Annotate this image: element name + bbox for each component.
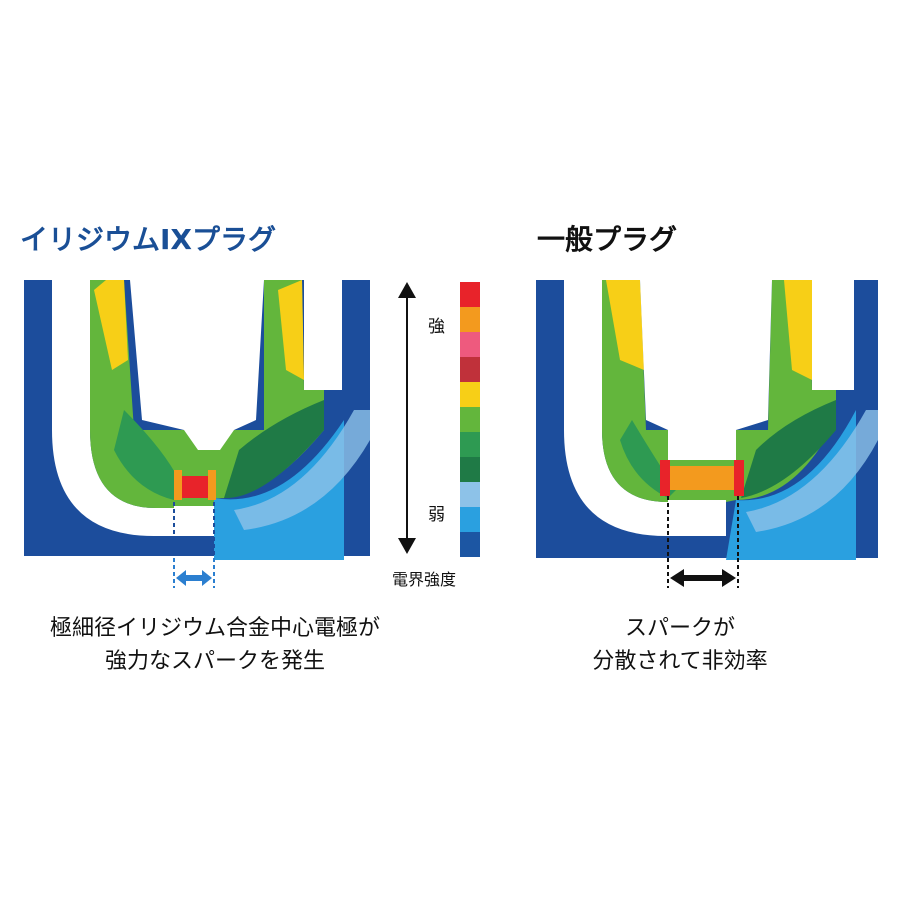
field-pale-zone <box>234 410 370 530</box>
weak-label: 弱 <box>428 505 445 525</box>
colorbar-segment <box>460 482 480 507</box>
colorbar-segment <box>460 457 480 482</box>
iridium-plug-field-diagram <box>24 280 370 560</box>
strong-label: 強 <box>428 317 445 337</box>
wide-spark-arrow <box>667 558 739 588</box>
field-darkgreen-right <box>224 400 324 499</box>
field-pale-zone <box>746 410 878 532</box>
ground-electrode <box>668 500 726 536</box>
caption-line-2: 強力なスパークを発生 <box>104 649 325 674</box>
housing-wall <box>304 280 342 390</box>
colorbar-segment <box>460 382 480 407</box>
standard-plug-field-diagram <box>536 280 878 560</box>
field-strength-label: 電界強度 <box>392 570 457 589</box>
center-electrode <box>130 280 264 450</box>
field-strength-colorbar <box>460 282 480 557</box>
colorbar-segment <box>460 332 480 357</box>
insulator-u-shape <box>564 280 726 536</box>
colorbar-segment <box>460 432 480 457</box>
spark-edge-left <box>174 470 182 500</box>
strength-axis-arrow <box>398 282 416 554</box>
colorbar-segment <box>460 532 480 557</box>
double-arrow-black <box>670 569 736 587</box>
iridium-plug-caption: 極細径イリジウム合金中心電極が 強力なスパークを発生 <box>0 612 430 678</box>
spark-hotspot <box>668 466 736 490</box>
spark-edge-right <box>208 470 216 500</box>
ground-electrode <box>174 506 214 536</box>
colorbar-segment <box>460 282 480 307</box>
double-arrow-blue <box>176 570 212 586</box>
caption-line-1: スパークが <box>624 616 735 641</box>
colorbar-segment <box>460 407 480 432</box>
standard-plug-title: 一般プラグ <box>537 223 678 256</box>
field-darkgreen-right <box>741 400 836 498</box>
field-yellow-right <box>278 280 304 380</box>
colorbar-segment <box>460 357 480 382</box>
iridium-plug-title: イリジウムIXプラグ <box>20 223 277 256</box>
caption-line-2: 分散されて非効率 <box>592 649 768 674</box>
arrow-down-head <box>398 538 416 554</box>
insulator-u-shape <box>52 280 214 536</box>
center-electrode <box>640 280 772 460</box>
arrow-up-head <box>398 282 416 298</box>
field-yellow-right <box>784 280 812 380</box>
caption-line-1: 極細径イリジウム合金中心電極が <box>49 616 380 641</box>
spark-edge-right <box>734 460 744 496</box>
housing-wall <box>812 280 854 390</box>
field-yellow-left <box>94 280 128 370</box>
narrow-spark-arrow <box>173 558 215 588</box>
spark-edge-left <box>660 460 670 496</box>
spark-hotspot <box>180 476 210 498</box>
colorbar-segment <box>460 307 480 332</box>
standard-plug-caption: スパークが 分散されて非効率 <box>480 612 880 678</box>
colorbar-segment <box>460 507 480 532</box>
field-darkgreen-left <box>114 410 179 500</box>
field-yellow-left <box>606 280 644 370</box>
